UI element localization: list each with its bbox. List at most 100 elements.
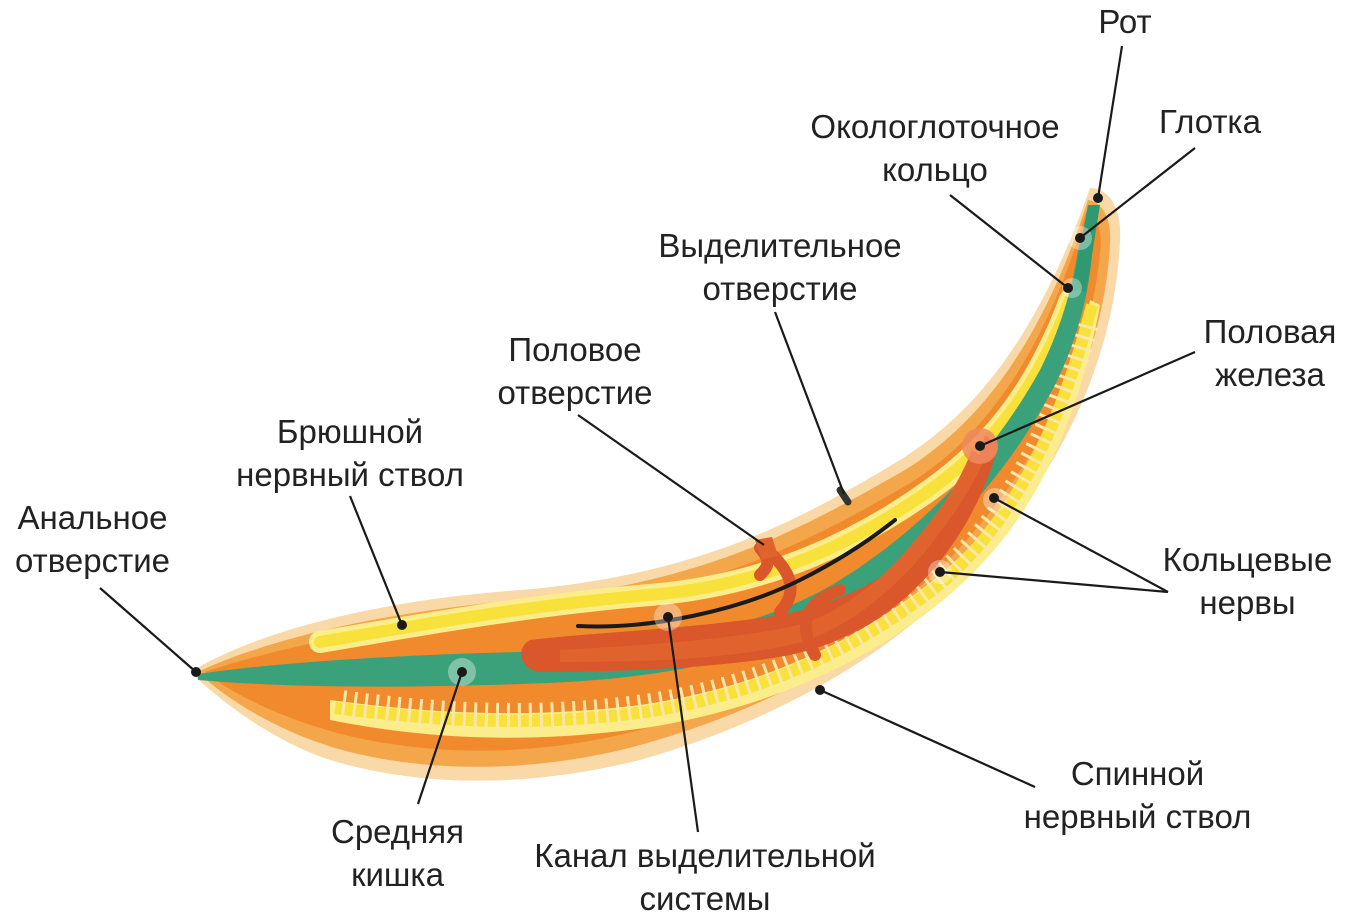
- leader-pharynx: [1079, 147, 1196, 239]
- leader-gonad: [979, 350, 1196, 448]
- ring-nerve-stroke: [384, 695, 391, 724]
- ring-nerve-stroke: [668, 689, 677, 718]
- label-excretory-pore-line-2: отверстие: [702, 270, 858, 307]
- excretory-canal: [576, 518, 897, 629]
- ring-nerves: [340, 320, 1099, 731]
- label-excretory-canal: Канал выделительной системы: [500, 834, 910, 920]
- label-nerve-ring-line-1: Окологлоточное: [810, 108, 1060, 145]
- ring-nerve-stroke: [791, 651, 806, 679]
- dot-ring-nerves-2: [935, 567, 945, 577]
- leader-dots: [191, 193, 1103, 695]
- ring-nerve-stroke: [960, 539, 983, 561]
- label-midgut-line-2: кишка: [351, 856, 444, 893]
- ring-nerve-stroke: [1004, 479, 1031, 497]
- ring-nerve-stroke: [451, 701, 456, 730]
- ring-nerve-stroke: [572, 701, 577, 730]
- ring-nerve-stroke: [952, 547, 976, 569]
- label-excretory-pore: Выделительное отверстие: [630, 224, 930, 310]
- dot-excretory-canal: [663, 612, 673, 622]
- label-mouth-line-1: Рот: [1098, 3, 1152, 40]
- ring-nerve-stroke: [582, 700, 588, 729]
- ring-nerve-stroke: [993, 497, 1018, 516]
- ring-nerve-stroke: [406, 697, 413, 727]
- ring-nerve-stroke: [801, 646, 816, 674]
- ring-nerve-stroke: [929, 568, 950, 593]
- dot-anus: [191, 667, 201, 677]
- label-anus-line-1: Анальное: [17, 499, 168, 536]
- label-genital-pore-line-1: Половое: [508, 331, 642, 368]
- label-gonad-line-1: Половая: [1203, 313, 1337, 350]
- label-ventral-nerve-cord: Брюшной нервный ствол: [205, 410, 495, 496]
- label-pharynx-line-1: Глотка: [1159, 103, 1261, 140]
- label-gonad-line-2: железа: [1215, 356, 1325, 393]
- leader-ring-nerves-1: [993, 497, 1169, 593]
- ring-nerve-stroke: [615, 697, 622, 726]
- label-mouth: Рот: [1080, 0, 1170, 43]
- ring-nerve-stroke: [1043, 402, 1071, 417]
- ring-nerve-stroke: [710, 679, 721, 708]
- ring-nerve-stroke: [720, 676, 732, 705]
- ring-nerve-stroke: [967, 531, 991, 552]
- ring-nerve-stroke: [921, 574, 941, 600]
- ring-nerve-stroke: [462, 701, 467, 730]
- ring-nerve-stroke: [1020, 451, 1047, 468]
- dot-mouth: [1093, 193, 1103, 203]
- ring-nerve-stroke: [484, 702, 489, 731]
- label-midgut: Средняя кишка: [310, 810, 485, 896]
- ring-nerve-stroke: [351, 691, 359, 720]
- label-excretory-pore-line-1: Выделительное: [658, 227, 902, 264]
- ring-nerve-stroke: [440, 700, 445, 729]
- ring-nerve-stroke: [561, 701, 566, 730]
- ring-nerve-stroke: [340, 690, 348, 719]
- dot-gonad: [975, 441, 985, 451]
- ring-nerve-stroke: [657, 691, 666, 720]
- ring-nerve-stroke: [1050, 382, 1079, 396]
- ring-nerve-stroke: [636, 694, 644, 723]
- label-anus: Анальное отверстие: [0, 496, 185, 582]
- ring-nerve-stroke: [373, 694, 380, 723]
- midgut-tube: [198, 205, 1098, 687]
- label-ventral-nerve-cord-line-2: нервный ствол: [236, 456, 464, 493]
- label-midgut-line-1: Средняя: [330, 813, 465, 850]
- dot-ventral-nerve: [397, 620, 407, 630]
- label-dorsal-nerve-cord-line-2: нервный ствол: [1023, 798, 1252, 835]
- ring-nerve-stroke: [998, 488, 1025, 507]
- ring-nerve-stroke: [731, 673, 743, 702]
- label-anus-line-2: отверстие: [14, 542, 170, 579]
- label-dorsal-nerve-cord-line-1: Спинной: [1070, 755, 1205, 792]
- ring-nerve-stroke: [1010, 470, 1036, 488]
- label-nerve-ring: Окологлоточное кольцо: [780, 105, 1090, 191]
- label-ring-nerves-line-2: нервы: [1199, 584, 1296, 621]
- leader-nerve-ring: [949, 194, 1069, 289]
- label-pharynx: Глотка: [1140, 100, 1280, 143]
- ring-nerve-stroke: [647, 693, 655, 722]
- leader-anus: [99, 587, 197, 673]
- ring-nerve-stroke: [1034, 422, 1062, 437]
- ring-nerve-stroke: [678, 687, 688, 716]
- ring-nerve-stroke: [395, 696, 402, 725]
- ring-nerve-stroke: [751, 666, 764, 695]
- leader-lines: [99, 45, 1196, 833]
- leader-excretory-pore: [773, 311, 846, 495]
- ring-nerve-stroke: [550, 702, 555, 731]
- leader-ring-nerves-2: [939, 570, 1169, 594]
- leader-mouth: [1096, 45, 1124, 199]
- label-genital-pore: Половое отверстие: [470, 328, 680, 414]
- label-ring-nerves-line-1: Кольцевые: [1162, 541, 1333, 578]
- leader-genital-pore: [577, 414, 765, 546]
- label-ventral-nerve-cord-line-1: Брюшной: [276, 413, 424, 450]
- dot-ring-nerves-1: [989, 493, 999, 503]
- label-genital-pore-line-2: отверстие: [497, 374, 653, 411]
- ring-nerve-stroke: [945, 554, 967, 577]
- ring-nerve-stroke: [1047, 392, 1075, 406]
- label-nerve-ring-line-2: кольцо: [882, 151, 988, 188]
- leader-midgut: [416, 671, 464, 805]
- label-excretory-canal-line-2: системы: [639, 880, 771, 917]
- ring-nerve-stroke: [973, 523, 998, 544]
- label-ring-nerves: Кольцевые нервы: [1145, 538, 1350, 624]
- ring-nerve-stroke: [604, 698, 611, 727]
- ring-nerve-stroke: [1030, 432, 1057, 448]
- ring-nerve-stroke: [689, 684, 699, 713]
- dorsal-nerve-cord: [330, 300, 1100, 738]
- label-gonad: Половая железа: [1190, 310, 1350, 396]
